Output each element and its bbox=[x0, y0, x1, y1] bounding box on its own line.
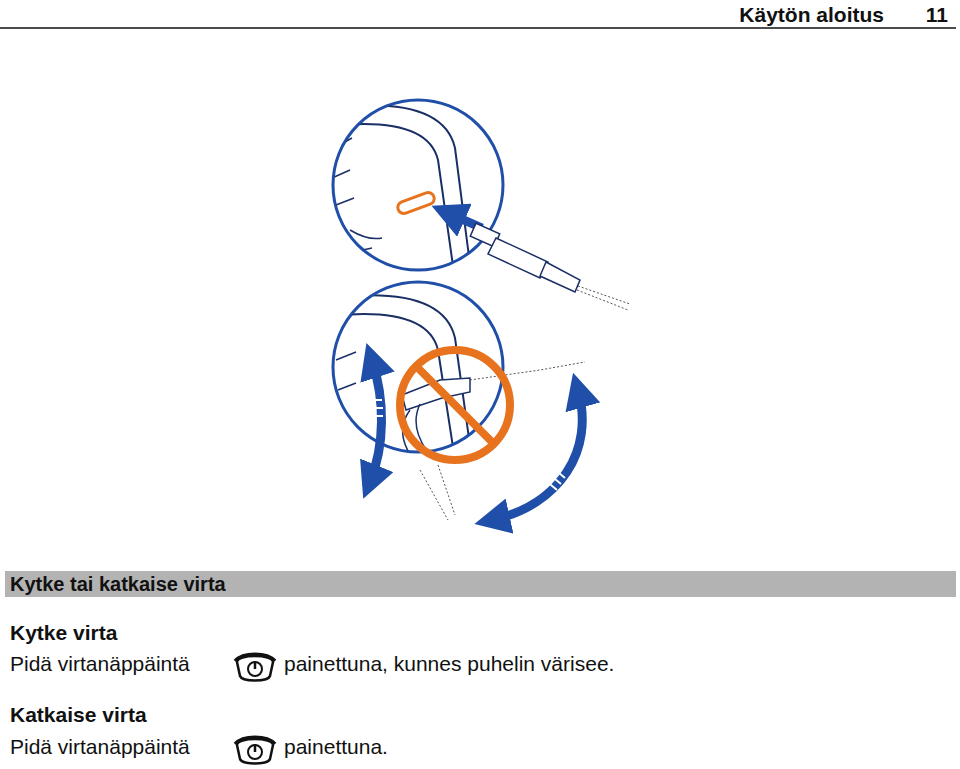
illustration-part bbox=[370, 360, 382, 482]
illustration-part bbox=[248, 745, 262, 759]
illustration-part bbox=[577, 286, 630, 310]
section-bar bbox=[5, 571, 956, 597]
illustration-part bbox=[237, 656, 273, 681]
body-text: painettuna. bbox=[284, 735, 388, 759]
illustration-part bbox=[333, 100, 503, 270]
section-heading: Kytke tai katkaise virta bbox=[10, 573, 226, 596]
illustration-part bbox=[254, 661, 257, 669]
body-text: Pidä virtanäppäintä bbox=[10, 652, 190, 676]
illustration-part bbox=[336, 198, 354, 205]
page-number: 11 bbox=[926, 3, 948, 27]
illustration-part bbox=[540, 262, 580, 292]
connector-detail bbox=[330, 100, 630, 310]
illustration-part bbox=[488, 238, 548, 278]
illustration-part bbox=[333, 282, 503, 452]
body-text: painettuna, kunnes puhelin värisee. bbox=[284, 652, 614, 676]
subheading: Kytke virta bbox=[10, 621, 117, 645]
illustration-part bbox=[237, 739, 273, 764]
illustration-part bbox=[545, 468, 565, 490]
illustration-part bbox=[254, 744, 257, 752]
illustration-part bbox=[330, 138, 352, 150]
illustration-part bbox=[338, 383, 356, 390]
illustration-part bbox=[368, 400, 383, 416]
header-rule bbox=[0, 27, 956, 29]
illustration-part bbox=[400, 350, 510, 460]
illustration-part bbox=[420, 465, 455, 520]
illustration-part bbox=[340, 248, 372, 255]
illustration-part bbox=[330, 105, 472, 280]
running-header: Käytön aloitus bbox=[739, 3, 884, 27]
illustration-part bbox=[417, 367, 493, 443]
power-key-icon bbox=[235, 654, 275, 680]
illustration-part bbox=[470, 223, 580, 292]
illustration-part bbox=[332, 170, 350, 178]
illustration-part bbox=[492, 390, 582, 520]
body-text: Pidä virtanäppäintä bbox=[10, 735, 190, 759]
illustration-part bbox=[235, 737, 275, 744]
illustration-part bbox=[248, 662, 262, 676]
prohibited-bend-detail bbox=[330, 282, 585, 520]
illustration-part bbox=[330, 105, 472, 280]
illustration-part bbox=[330, 295, 472, 460]
power-key-icon bbox=[235, 737, 275, 763]
illustration-part bbox=[336, 352, 356, 360]
illustration-part bbox=[330, 124, 455, 280]
illustration-part bbox=[350, 230, 382, 239]
illustration-part bbox=[235, 654, 275, 661]
subheading: Katkaise virta bbox=[10, 703, 147, 727]
illustration-part bbox=[396, 191, 436, 215]
